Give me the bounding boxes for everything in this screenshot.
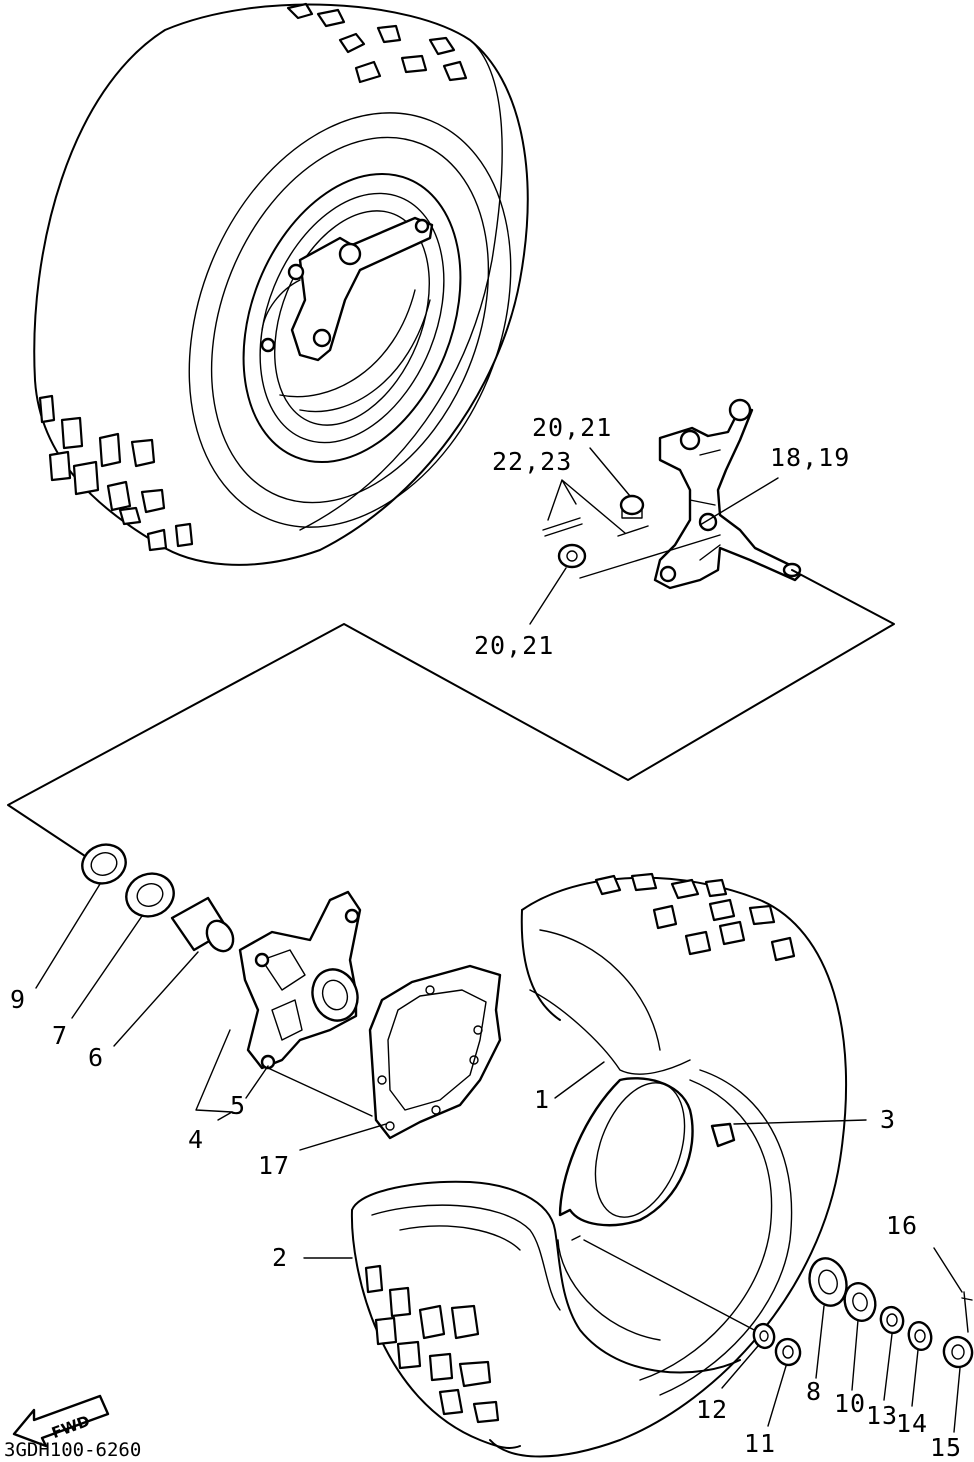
callout-6: 6 xyxy=(88,1043,104,1072)
leader-4 xyxy=(195,1029,233,1121)
leader-17 xyxy=(299,1123,387,1151)
tread-bottom xyxy=(38,394,194,552)
callout-9: 9 xyxy=(10,985,26,1014)
brake-disc xyxy=(368,964,502,1140)
oil-seal xyxy=(81,843,127,885)
leader-17-b xyxy=(267,1067,373,1117)
assembly-outline xyxy=(7,569,895,859)
callout-20-21-bottom: 20,21 xyxy=(474,631,554,660)
front-hub xyxy=(238,890,362,1070)
bearing xyxy=(125,872,175,918)
callout-11: 11 xyxy=(744,1429,776,1458)
collar xyxy=(879,1305,905,1335)
callout-13: 13 xyxy=(866,1401,898,1430)
leader-13 xyxy=(883,1333,893,1401)
leader-20-21-bottom xyxy=(529,567,567,625)
callout-2: 2 xyxy=(272,1243,288,1272)
oil-seal-right xyxy=(843,1282,877,1322)
steering-knuckle xyxy=(653,398,802,590)
leader-16 xyxy=(933,1247,963,1293)
connector-line xyxy=(579,534,721,579)
fwd-arrow-icon: FWD xyxy=(12,1394,110,1448)
callout-17: 17 xyxy=(258,1151,290,1180)
assembled-wheel xyxy=(33,2,529,566)
callout-12: 12 xyxy=(696,1395,728,1424)
bearing-right xyxy=(808,1257,848,1307)
leader-5 xyxy=(245,1065,269,1099)
callout-18-19: 18,19 xyxy=(770,443,850,472)
spacer xyxy=(170,896,235,953)
callout-14: 14 xyxy=(896,1409,928,1438)
callout-3: 3 xyxy=(880,1105,896,1134)
callout-4: 4 xyxy=(188,1125,204,1154)
cotter-pins xyxy=(542,517,649,537)
lower-wheel xyxy=(350,872,848,1458)
tread-top xyxy=(286,2,468,84)
hub-inside-wheel xyxy=(260,216,434,362)
castle-nut-upper xyxy=(619,494,645,519)
axle-nut xyxy=(942,1335,974,1369)
leader-1 xyxy=(554,1061,605,1099)
callout-16: 16 xyxy=(886,1211,918,1240)
callout-15: 15 xyxy=(930,1433,962,1462)
leader-7 xyxy=(71,915,143,1019)
leader-9 xyxy=(35,883,101,989)
washer xyxy=(907,1320,933,1352)
leader-18-19 xyxy=(699,477,779,526)
leader-6 xyxy=(113,951,199,1047)
leader-12 xyxy=(583,1239,759,1333)
leader-10 xyxy=(851,1319,859,1391)
leader-15 xyxy=(953,1367,961,1433)
leader-20-21-top xyxy=(589,447,631,497)
nut-11 xyxy=(774,1337,802,1367)
leader-3 xyxy=(733,1119,867,1125)
leader-12b xyxy=(721,1345,759,1389)
diagram-code: 3GDH100-6260 xyxy=(4,1439,141,1461)
cotter-pin-right xyxy=(961,1291,973,1333)
callout-20-21-top: 20,21 xyxy=(532,413,612,442)
callout-1: 1 xyxy=(534,1085,550,1114)
leader-11 xyxy=(767,1365,787,1427)
callout-10: 10 xyxy=(834,1389,866,1418)
callout-5: 5 xyxy=(230,1091,246,1120)
callout-8: 8 xyxy=(806,1377,822,1406)
leader-8 xyxy=(815,1305,825,1379)
leader-22-23 xyxy=(547,479,626,534)
leader-14 xyxy=(911,1349,919,1407)
washer-12 xyxy=(752,1322,776,1350)
callout-7: 7 xyxy=(52,1021,68,1050)
callout-22-23: 22,23 xyxy=(492,447,572,476)
castle-nut-lower xyxy=(557,543,587,569)
